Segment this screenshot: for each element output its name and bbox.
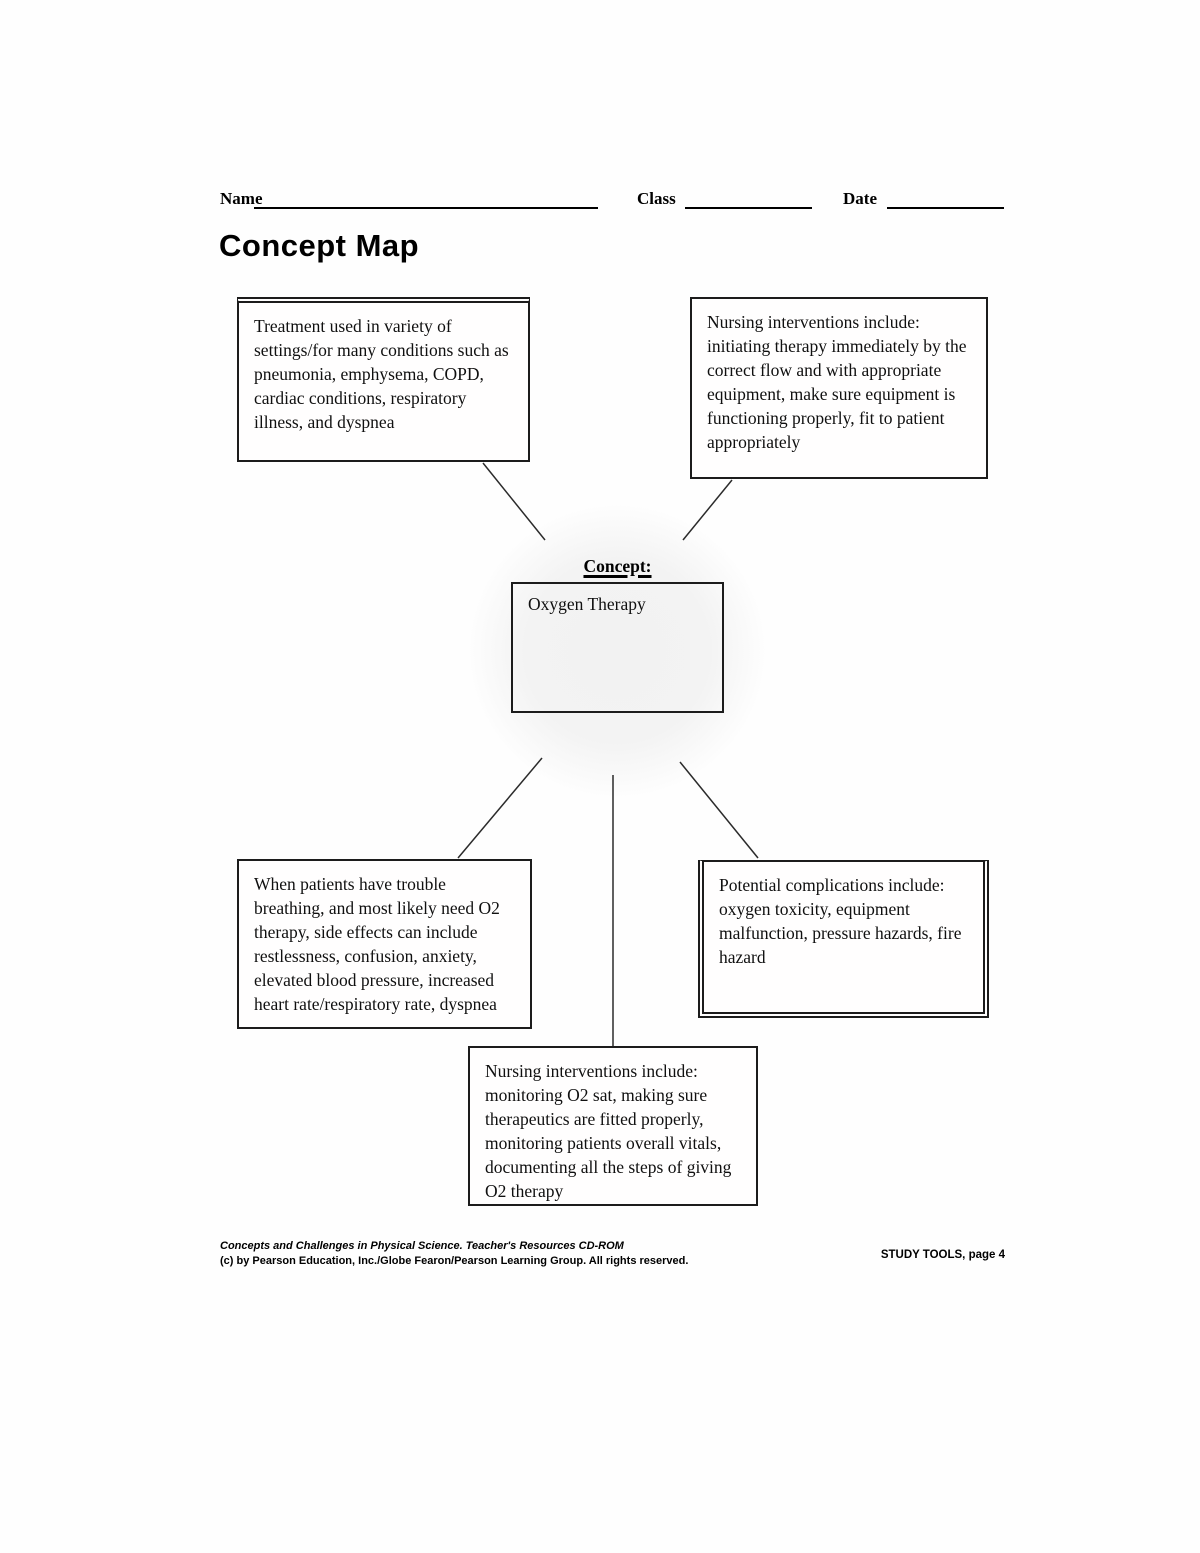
node-complications: Potential complications include: oxygen … — [698, 860, 989, 1018]
name-blank-line — [254, 189, 598, 209]
concept-halo — [467, 503, 767, 799]
footer-copyright-line: (c) by Pearson Education, Inc./Globe Fea… — [220, 1255, 689, 1267]
page-title: Concept Map — [219, 228, 420, 263]
node-concept: Oxygen Therapy — [511, 582, 724, 713]
node-side-effects: When patients have trouble breathing, an… — [237, 859, 532, 1029]
class-blank-line — [685, 189, 812, 209]
connector-line — [457, 757, 543, 859]
node-nursing-interventions-monitoring: Nursing interventions include: monitorin… — [468, 1046, 758, 1206]
class-label: Class — [637, 189, 676, 208]
date-label: Date — [843, 189, 877, 208]
concept-label: Concept: — [583, 556, 652, 576]
date-blank-line — [887, 189, 1004, 209]
footer-source-line: Concepts and Challenges in Physical Scie… — [220, 1240, 624, 1252]
footer-page-ref: STUDY TOOLS, page 4 — [880, 1249, 1005, 1261]
node-nursing-interventions-equipment: Nursing interventions include: initiatin… — [690, 297, 988, 479]
node-treatment-uses: Treatment used in variety of settings/fo… — [237, 297, 530, 462]
name-label: Name — [220, 189, 263, 208]
footer: Concepts and Challenges in Physical Scie… — [220, 1239, 688, 1269]
